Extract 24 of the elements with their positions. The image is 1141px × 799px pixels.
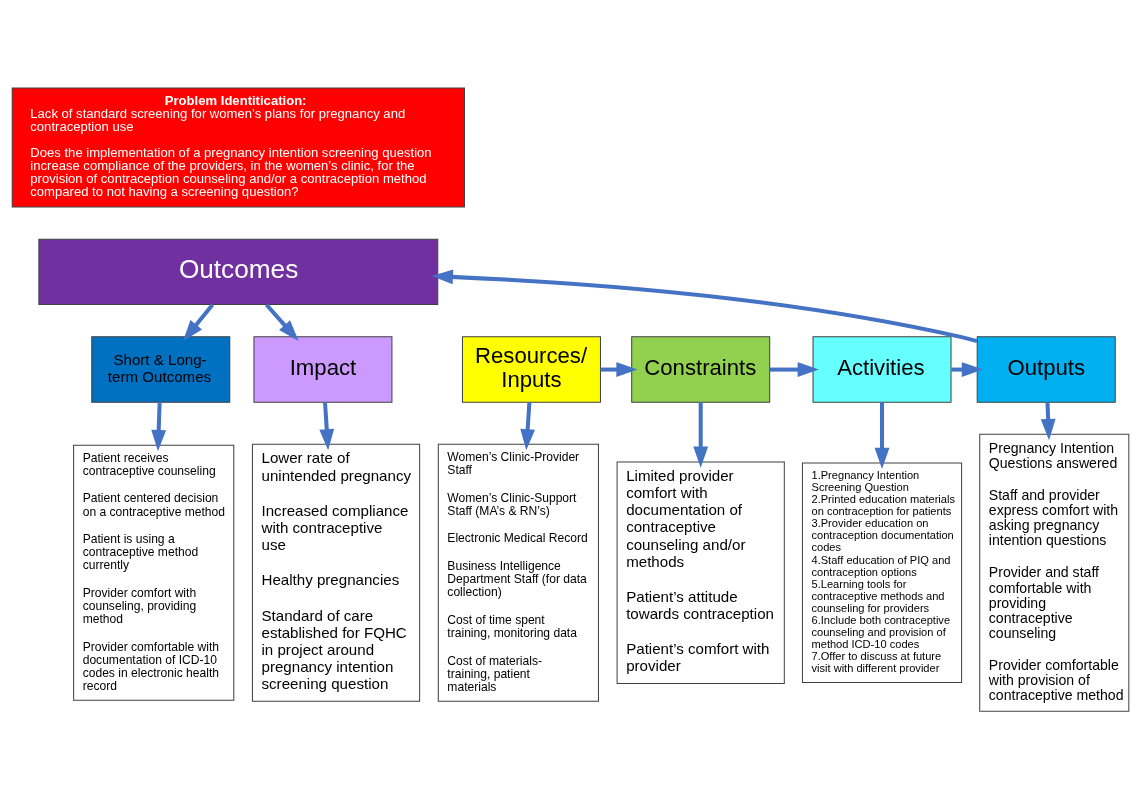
node-box: Outcomes: [38, 238, 439, 306]
node-box: Limited provider comfort with documentation of contraceptive counseling and/or methods Patient’s attitude towards contraception Patient’s comfort with provider: [616, 461, 785, 685]
node-box: Activities: [812, 336, 952, 403]
arrow: [1040, 402, 1056, 441]
arrow: [769, 362, 819, 377]
arrow: [182, 303, 215, 342]
node-box: 1.Pregnancy Intention Screening Question 2.Printed education materials on contraception for patients 3.Provider education on contraception documentation codes 4.Staff education of PIQ and contraception options 5.Learning tools for contraceptive methods and counseling for providers 6.Include both contraceptive counseling and provision of method ICD-10 codes 7.Offer to discuss at future visit with different provider: [801, 462, 963, 684]
node-box: Patient receives contraceptive counseling Patient centered decision on a contraceptive method Patient is using a contraceptive method currently Provider comfort with counseling, providing method Provider comfortable with documentation of ICD-10 codes in electronic health record: [73, 444, 235, 701]
arrow: [151, 402, 167, 452]
node-box: Lower rate of unintended pregnancy Increased compliance with contraceptive use Healthy pregnancies Standard of care established for FQHC in project around pregnancy intention screening question: [251, 443, 421, 702]
arrow: [431, 269, 978, 344]
node-box: Outputs: [976, 336, 1116, 403]
arrow: [520, 402, 536, 451]
node-box: Short & Long-term Outcomes: [91, 336, 231, 403]
node-box: Constraints: [631, 336, 771, 403]
node-box: Impact: [253, 336, 393, 403]
arrow: [693, 402, 709, 468]
node-box: Resources/ Inputs: [461, 336, 601, 403]
arrow: [319, 402, 335, 451]
arrow: [265, 303, 299, 342]
node-box: Pregnancy Intention Questions answered Staff and provider express comfort with asking pregnancy intention questions Provider and staff comfortable with providing contraceptive counseling Provider comfortable with provision of contraceptive method: [979, 433, 1130, 712]
arrow: [874, 402, 890, 469]
node-box: Problem Identitication: Lack of standard screening for women’s plans for pregnancy and contraception use Does the implementation of a pregnancy intention screening question increase compliance of the providers, in the women’s clinic, for the provision of contraception counseling and/or a contraception method compared to not having a screening question?: [11, 87, 465, 208]
node-box: Women’s Clinic-Provider Staff Women’s Clinic-Support Staff (MA’s & RN’s) Electronic Medical Record Business Intelligence Department Staff (for data collection) Cost of time spent training, monitoring data Cost of materials-training, patient materials: [437, 443, 599, 702]
